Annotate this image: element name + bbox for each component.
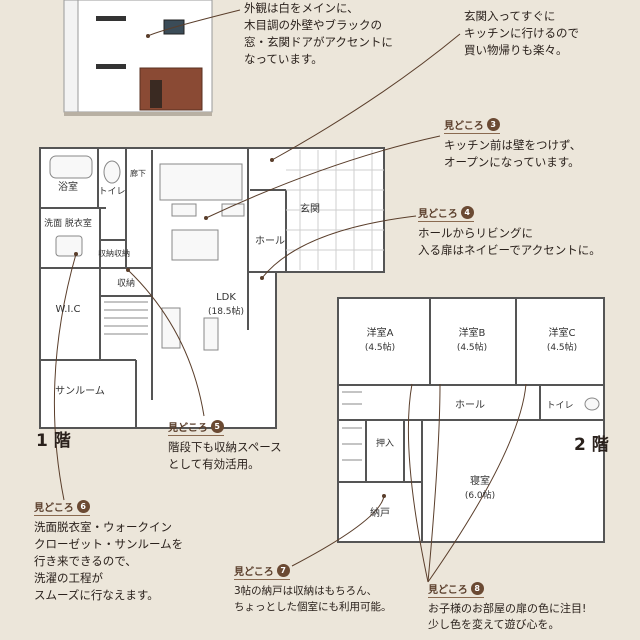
callout-6-line-3: 行き来できるので、 [34, 554, 137, 568]
callout-5-line-1: 階段下も収納スペース [168, 440, 282, 454]
room-b-size: (4.5帖) [457, 341, 487, 353]
callout-8-line-1: お子様のお部屋の扉の色に注目! [428, 602, 587, 615]
callout-5-number: 5 [210, 420, 224, 433]
room-bath: 浴室 [58, 180, 78, 193]
callout-7-number: 7 [276, 564, 290, 577]
room-b: 洋室B [459, 326, 486, 339]
callout-2-line-1: 玄関入ってすぐに [464, 9, 556, 23]
callout-6-line-5: スムーズに行なえます。 [34, 588, 159, 602]
room-storeroom: 納戸 [370, 506, 390, 519]
room-c-size: (4.5帖) [547, 341, 577, 353]
room-toilet-1f: トイレ [98, 187, 125, 197]
callout-1-line-3: 窓・玄関ドアがアクセントに [244, 35, 393, 49]
callout-6-line-4: 洗濯の工程が [34, 571, 103, 585]
callout-1-line-2: 木目調の外壁やブラックの [244, 18, 382, 32]
leader-dots [74, 34, 386, 498]
callout-6-number: 6 [76, 500, 90, 513]
first-floor-fixtures [49, 155, 245, 351]
room-bedroom-size: (6.0帖) [465, 489, 495, 501]
callout-4-number: 4 [460, 206, 474, 219]
floor-label-first: 1 階 [36, 431, 71, 451]
callout-3-line-2: オープンになっています。 [444, 155, 580, 169]
room-sunroom: サンルーム [55, 385, 105, 397]
room-c: 洋室C [549, 326, 576, 339]
entrance-tile-grid [286, 150, 384, 270]
room-washroom: 洗面 脱衣室 [44, 217, 92, 229]
first-floor-stairs [104, 301, 148, 335]
callout-3-number: 3 [486, 118, 500, 131]
room-ldk-size: (18.5帖) [208, 305, 244, 317]
callout-1-line-4: なっています。 [244, 52, 323, 66]
house-illustration [63, 0, 213, 116]
callout-7-line-2: ちょっとした個室にも利用可能。 [234, 601, 392, 613]
callout-5-line-2: として有効活用。 [168, 457, 260, 471]
room-toilet-2f: トイレ [546, 401, 573, 411]
room-closet: 押入 [376, 437, 394, 449]
callout-7-line-1: 3帖の納戸は収納はもちろん、 [234, 585, 378, 597]
callout-8-number: 8 [470, 582, 484, 595]
room-corridor: 廊下 [130, 168, 146, 178]
room-hall-2f: ホール [455, 399, 485, 411]
room-entrance: 玄関 [300, 202, 320, 215]
room-a-size: (4.5帖) [365, 341, 395, 353]
second-floor-toilet [584, 397, 600, 411]
room-a: 洋室A [367, 326, 394, 339]
room-wic: W.I.C [55, 304, 80, 315]
room-storage-b: 収納 [114, 248, 130, 258]
callout-2: 玄関入ってすぐに キッチンに行けるので 買い物帰りも楽々。 [464, 8, 579, 59]
callout-1: 外観は白をメインに、 木目調の外壁やブラックの 窓・玄関ドアがアクセントに なっ… [244, 0, 393, 68]
callout-1-line-1: 外観は白をメインに、 [244, 1, 359, 15]
callout-3-line-1: キッチン前は壁をつけず、 [444, 138, 582, 152]
callout-6-line-1: 洗面脱衣室・ウォークイン [34, 520, 172, 534]
callout-2-line-2: キッチンに行けるので [464, 26, 579, 40]
callout-8-line-2: 少し色を変えて遊び心を。 [428, 618, 560, 631]
leader-lines [53, 9, 527, 583]
room-bedroom: 寝室 [470, 474, 490, 487]
callout-4-line-2: 入る扉はネイビーでアクセントに。 [418, 243, 601, 257]
room-hall-1f: ホール [255, 235, 285, 247]
second-floor-stairs [342, 391, 362, 461]
room-ldk: LDK [216, 292, 236, 303]
room-storage-c: 収納 [117, 277, 135, 289]
room-storage-a: 収納 [98, 248, 114, 258]
callout-6-line-2: クローゼット・サンルームを [34, 537, 184, 551]
callout-2-line-3: 買い物帰りも楽々。 [464, 43, 568, 57]
floor-label-second: 2 階 [574, 435, 609, 455]
callout-4-line-1: ホールからリビングに [418, 226, 533, 240]
